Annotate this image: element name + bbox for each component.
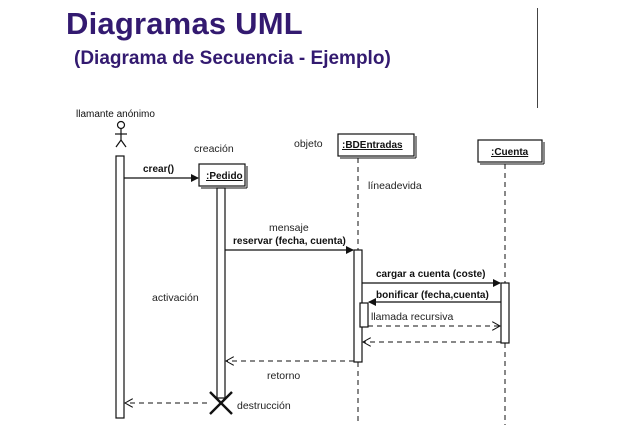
message-label-llamada: llamada recursiva: [371, 311, 453, 323]
annotation-activacion: activación: [152, 292, 199, 304]
object-label-cuenta: :Cuenta: [491, 147, 529, 158]
object-label-bdentradas: :BDEntradas: [342, 140, 403, 151]
annotation-retorno: retorno: [267, 370, 300, 382]
object-box-bdentradas: [337, 133, 415, 157]
divider-line: [537, 8, 538, 108]
message-label-crear: crear(): [143, 164, 174, 175]
destruction-x-icon: [209, 391, 233, 415]
recursive-activation-bar: [359, 302, 369, 328]
annotation-creacion: creación: [194, 143, 234, 155]
page-subtitle: (Diagrama de Secuencia - Ejemplo): [74, 48, 391, 69]
message-label-bonificar: bonificar (fecha,cuenta): [376, 290, 489, 301]
annotation-mensaje: mensaje: [269, 222, 309, 234]
object-box-pedido: [198, 163, 246, 187]
annotation-destruccion: destrucción: [237, 400, 291, 412]
annotation-objeto: objeto: [294, 138, 323, 150]
pedido-activation-bar: [216, 187, 226, 399]
message-label-reservar: reservar (fecha, cuenta): [233, 236, 346, 247]
object-label-pedido: :Pedido: [206, 171, 243, 182]
object-box-cuenta: [477, 139, 543, 163]
actor-label: llamante anónimo: [76, 109, 155, 120]
message-label-cargar: cargar a cuenta (coste): [376, 269, 486, 280]
actor-activation-bar: [115, 155, 125, 419]
page-title: Diagramas UML: [66, 6, 303, 41]
cuenta-activation-bar: [500, 282, 510, 344]
actor-stick-figure-icon: [115, 120, 127, 148]
annotation-lineadevida: líneadevida: [368, 180, 422, 192]
